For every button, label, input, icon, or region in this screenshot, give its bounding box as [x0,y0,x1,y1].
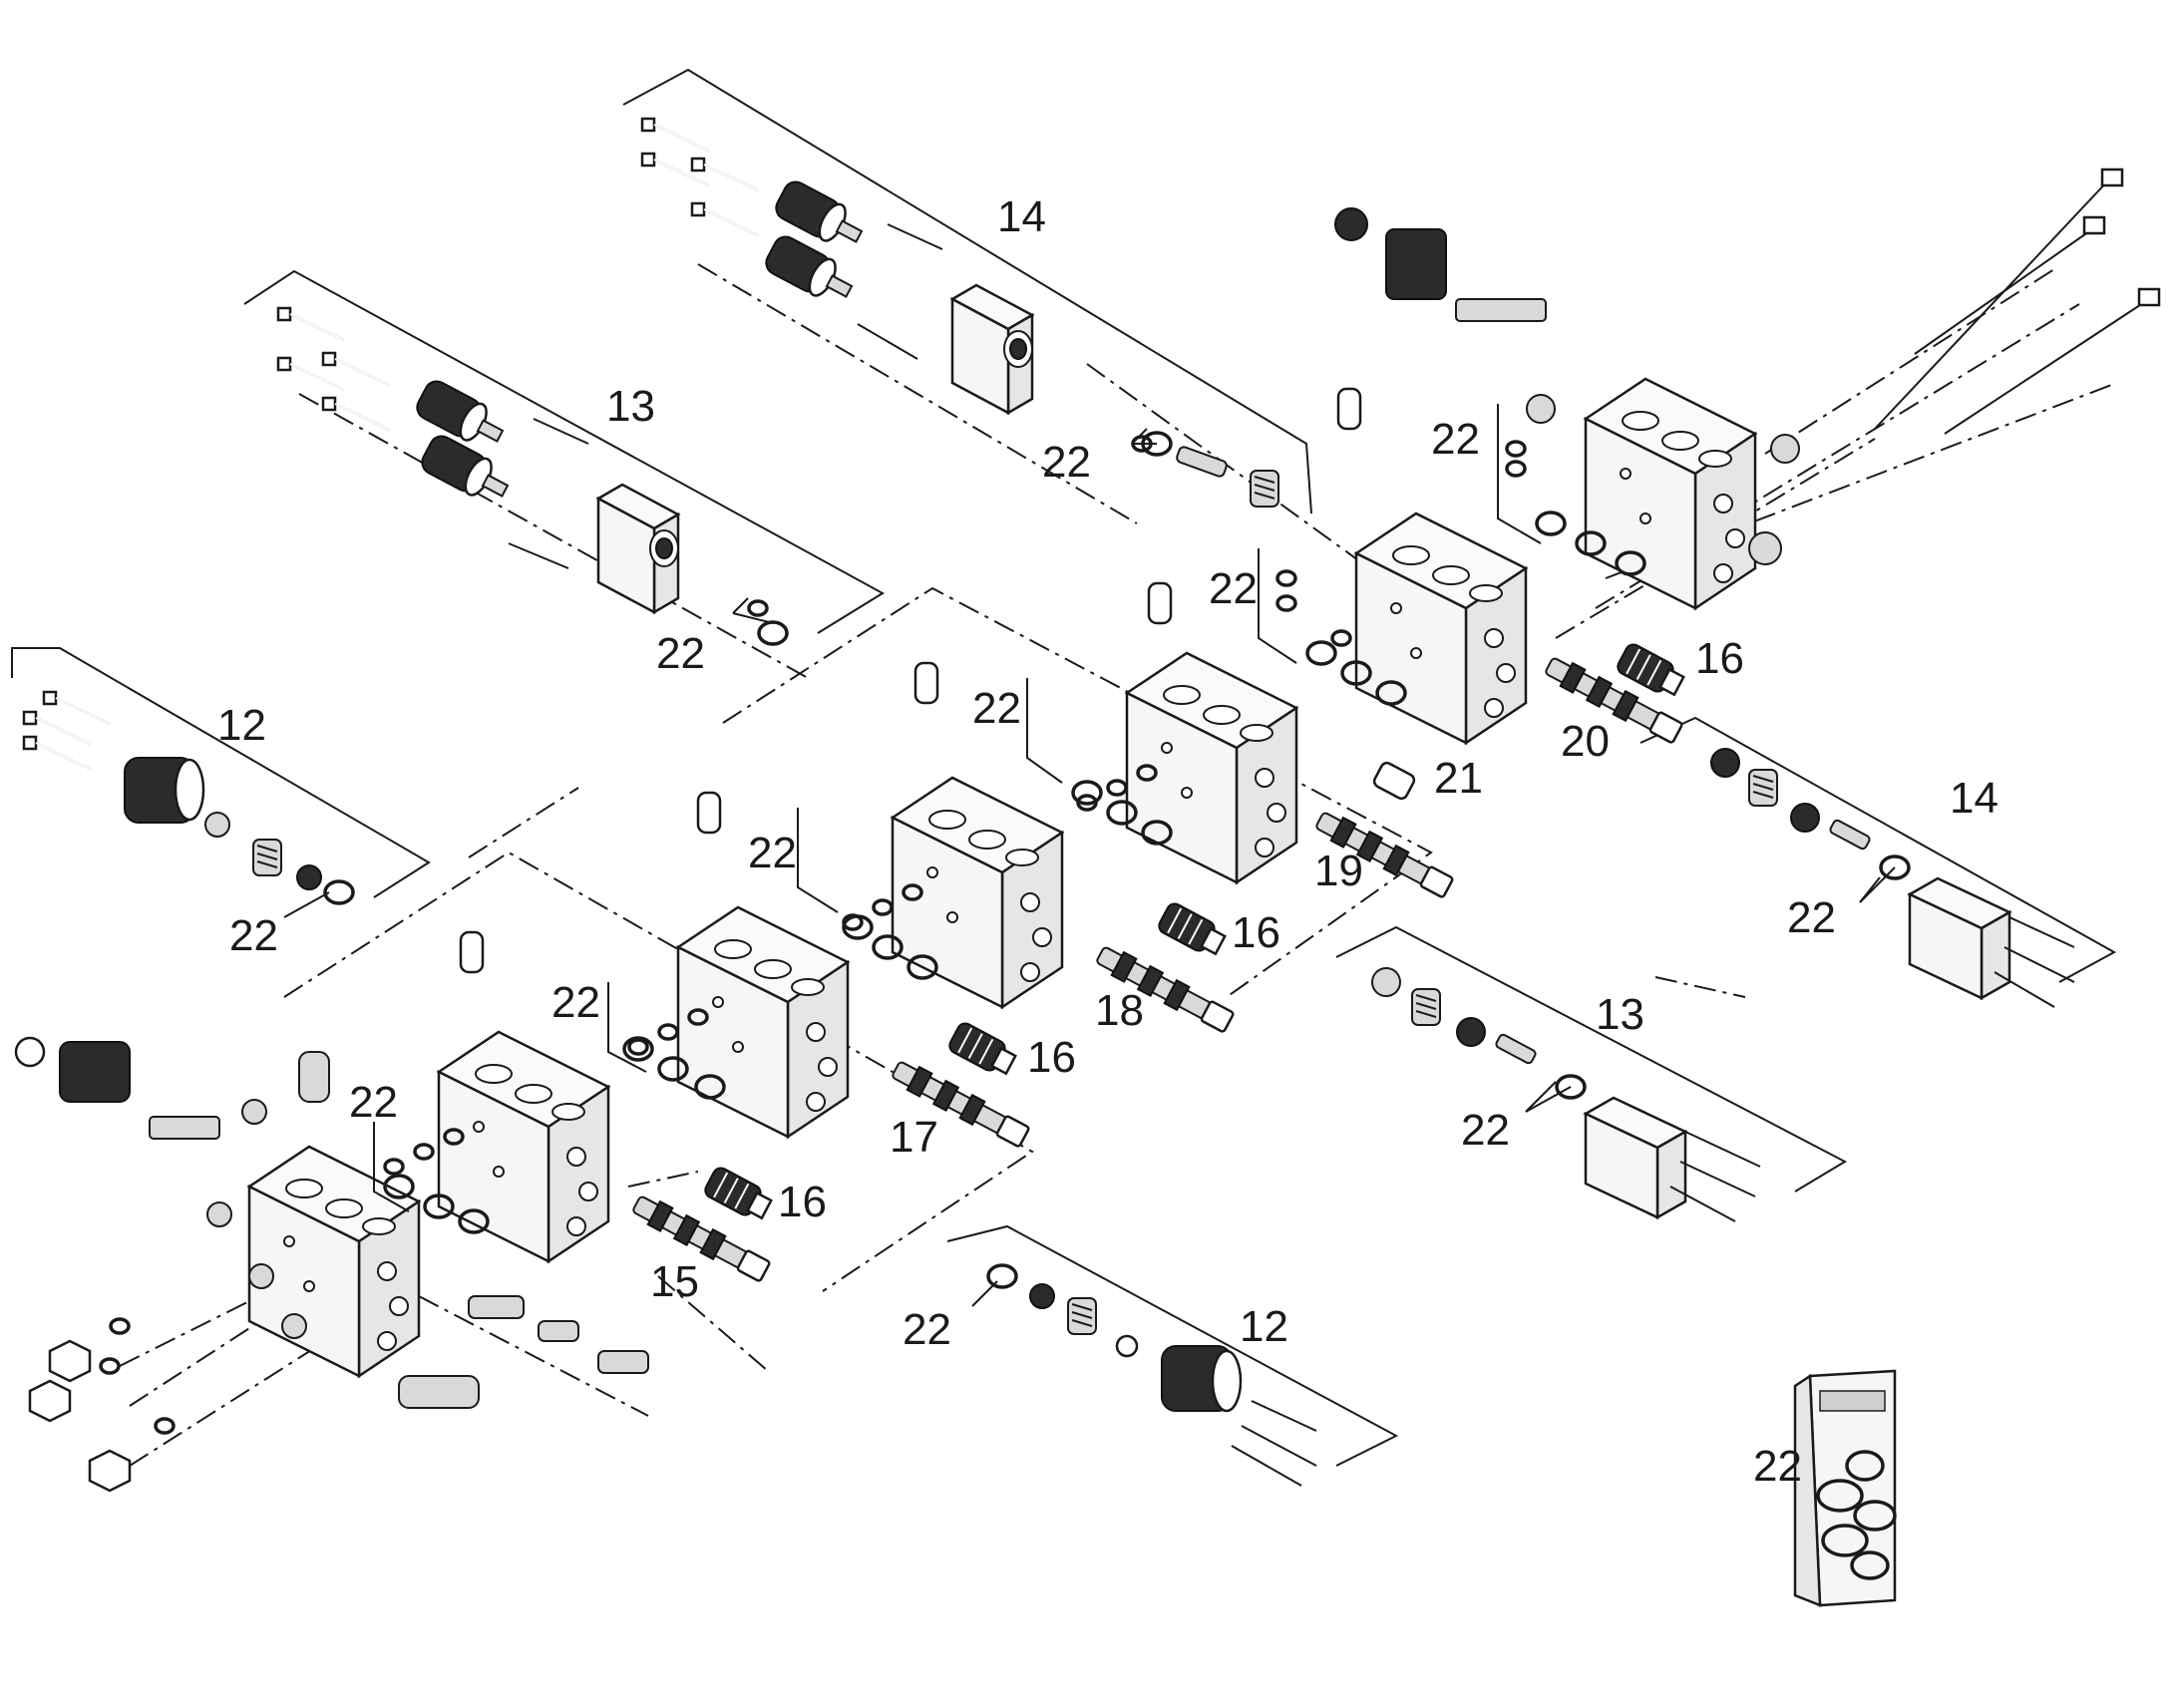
callout-22-cover14-right: 22 [1787,893,1836,942]
callout-21: 21 [1434,754,1483,803]
callout-labels: 14 13 12 22 22 22 22 22 22 22 22 22 22 2… [217,192,1998,1491]
callout-15: 15 [650,1257,699,1306]
actuator-group-13-top [276,306,789,646]
cover-group-12-bottom [986,1263,1317,1487]
callout-14-right: 14 [1950,774,1998,823]
callout-16-outlet: 16 [1695,634,1744,683]
callout-12-bottom: 12 [1240,1302,1288,1351]
callout-22-seal-kit: 22 [1753,1442,1802,1491]
callout-16-section1: 16 [778,1178,827,1226]
callout-16-section2: 16 [1027,1033,1076,1082]
callout-22-section4: 22 [972,684,1021,733]
valve-section-2 [622,791,850,1139]
callout-22-cover13-right: 22 [1461,1106,1510,1155]
seal-kit-bag [1793,1369,1897,1607]
check-valves [701,640,1688,1225]
actuator-group-12-left [22,690,355,905]
leader-lines [283,404,1896,1307]
callout-22-section1: 22 [349,1078,398,1127]
inlet-section [14,1036,649,1493]
actuator-group-14-top [640,117,1279,508]
callout-18: 18 [1095,986,1144,1035]
valve-section-3 [842,661,1064,1009]
callout-12-left: 12 [217,701,266,750]
callout-13-top: 13 [606,382,655,431]
callout-22-cover12-bottom: 22 [903,1305,951,1354]
cover-group-14-right [1710,748,2075,1008]
callout-14-top: 14 [997,192,1046,241]
callout-17: 17 [890,1113,938,1162]
callout-19: 19 [1314,847,1363,895]
callout-16-section3: 16 [1232,908,1280,957]
callout-22-top-cover: 22 [1042,438,1091,487]
callout-22-section5: 22 [1209,564,1258,613]
callout-22-top-outlet: 22 [1431,415,1480,464]
cover-group-13-right [1371,967,1761,1222]
callout-13-right: 13 [1596,990,1644,1039]
assembly-centerlines [119,263,2115,1467]
callout-22-left-group: 22 [229,911,278,960]
outlet-section [1334,168,2161,610]
valve-section-4 [1071,581,1298,884]
callout-20: 20 [1561,717,1610,766]
valve-section-1 [383,930,610,1263]
callout-22-cover13-top: 22 [656,629,705,678]
callout-22-section3: 22 [748,829,797,877]
valve-section-5 [1275,387,1528,745]
callout-22-section2: 22 [551,978,600,1027]
